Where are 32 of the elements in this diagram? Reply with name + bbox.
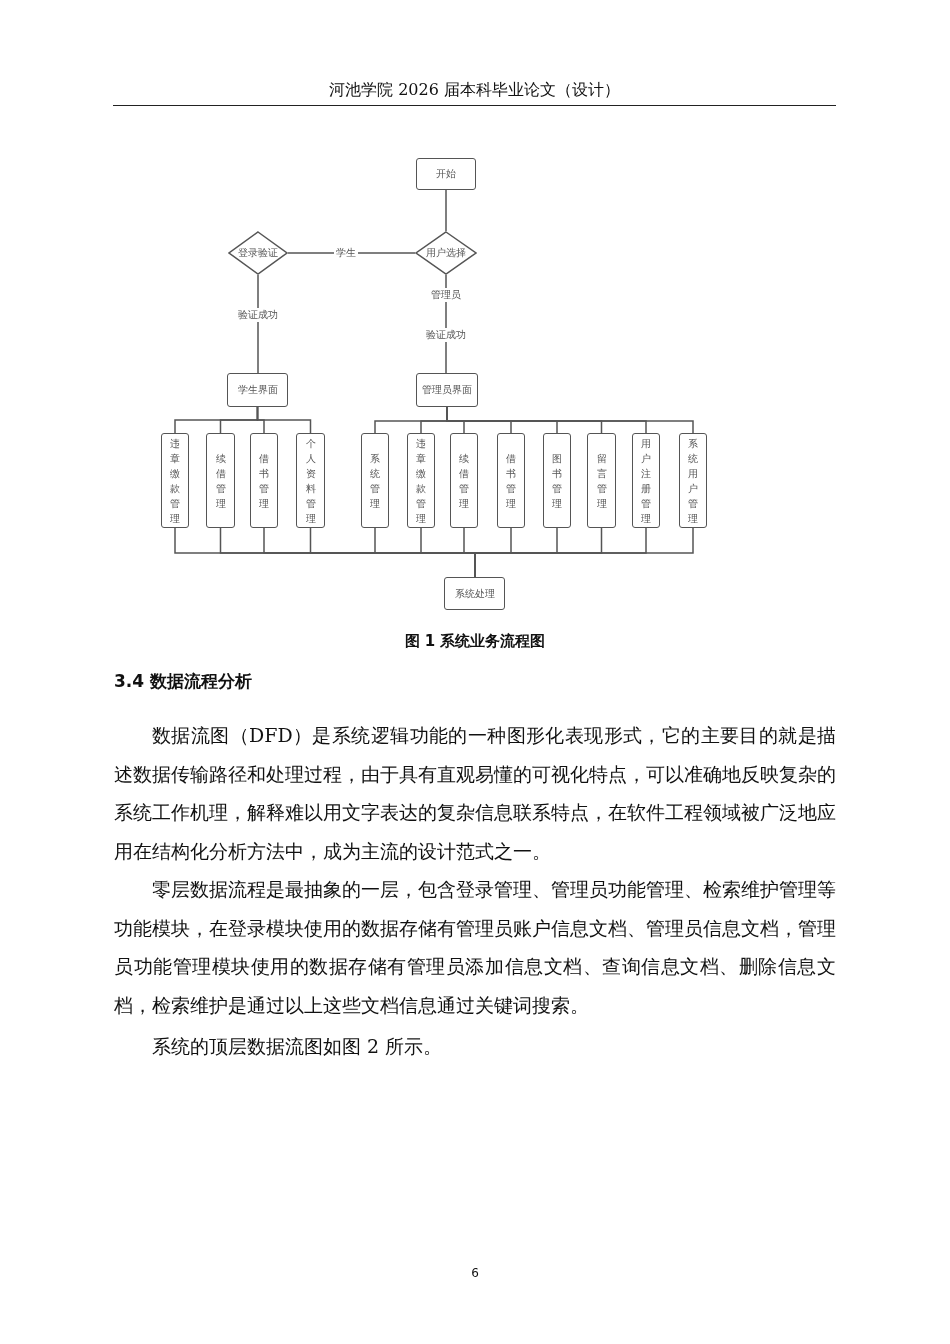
module-box: 系统用户管理 xyxy=(679,433,707,528)
module-box: 留言管理 xyxy=(587,433,616,528)
connector-line xyxy=(256,406,312,434)
module-box: 借书管理 xyxy=(497,433,525,528)
module-box: 续借管理 xyxy=(206,433,235,528)
condition-label: 验证成功 xyxy=(424,328,468,342)
process-box: 管理员界面 xyxy=(416,373,478,407)
page-number: 6 xyxy=(470,1266,480,1280)
module-box: 图书管理 xyxy=(543,433,571,528)
decision-diamond: 登录验证 xyxy=(228,231,288,275)
page-header: 河池学院 2026 届本科毕业论文（设计） xyxy=(113,80,836,106)
edge-label: 学生 xyxy=(334,246,358,260)
module-box: 用户注册管理 xyxy=(632,433,660,528)
process-box: 学生界面 xyxy=(227,373,288,407)
section-heading: 3.4 数据流程分析 xyxy=(114,670,254,693)
paragraph: 数据流图（DFD）是系统逻辑功能的一种图形化表现形式，它的主要目的就是描述数据传输路径和处理过程，由于具有直观易懂的可视化特点，可以准确地反映复杂的系统工作机理，解释难以用文字表达的复杂信息联系特点，在软件工程领域被广泛地应用在结构化分析方法中，成为主流的设计范式之一。 xyxy=(114,723,836,864)
module-box: 违章缴款管理 xyxy=(407,433,435,528)
module-box: 个人资料管理 xyxy=(296,433,325,528)
figure-caption: 图 1 系统业务流程图 xyxy=(403,632,547,651)
process-box: 开始 xyxy=(416,158,476,190)
edge-label: 管理员 xyxy=(429,288,463,302)
module-box: 借书管理 xyxy=(250,433,278,528)
decision-diamond: 用户选择 xyxy=(415,231,477,275)
paragraph: 零层数据流程是最抽象的一层，包含登录管理、管理员功能管理、检索维护管理等功能模块，在登录模块使用的数据存储有管理员账户信息文档、管理员信息文档，管理员功能管理模块使用的数据存储有管理员添加信息文档、查询信息文档、删除信息文档，检索维护是通过以上这些文档信息通过关键词搜索。 xyxy=(114,877,836,1018)
module-box: 违章缴款管理 xyxy=(161,433,189,528)
process-box: 系统处理 xyxy=(444,577,505,610)
paragraph: 系统的顶层数据流图如图 2 所示。 xyxy=(151,1034,444,1059)
edge-label: 验证成功 xyxy=(236,308,280,322)
connector-line xyxy=(474,527,694,578)
connector-line xyxy=(445,189,447,232)
module-box: 续借管理 xyxy=(450,433,478,528)
module-box: 系统管理 xyxy=(361,433,389,528)
